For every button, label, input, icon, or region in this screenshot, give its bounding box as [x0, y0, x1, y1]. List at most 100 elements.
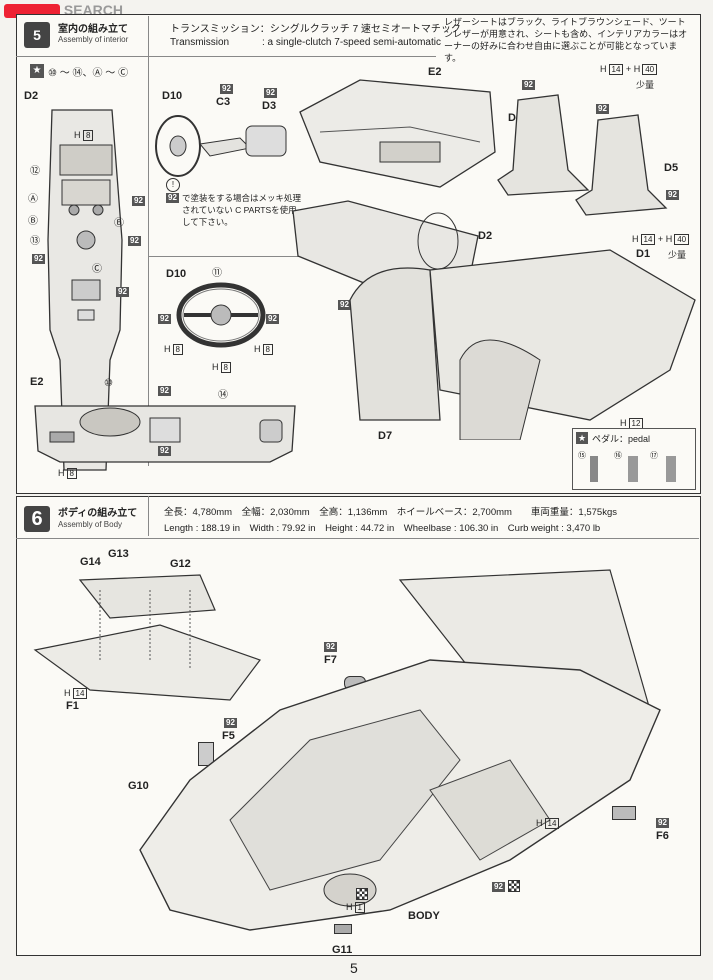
label-g14: G14: [80, 556, 101, 568]
callout-b2: Ⓑ: [114, 218, 124, 229]
step5-title-en: Assembly of interior: [58, 35, 129, 44]
callout-11: ⑪: [212, 268, 222, 279]
step5-mid-rule: [148, 256, 308, 257]
label-f6: F6: [656, 830, 669, 842]
transmission-jp: トランスミッション：シングルクラッチ 7 速セミオートマチック: [170, 24, 461, 35]
paint-92-f5: 92: [224, 718, 237, 728]
paint-92-console-4: 92: [116, 287, 129, 297]
paint-92-console-2: 92: [128, 236, 141, 246]
label-d2-b: D2: [478, 230, 493, 242]
label-d7: D7: [378, 430, 393, 442]
paint-92-dash: 92: [158, 386, 171, 396]
pedal-label: ペダル：pedal: [592, 434, 651, 444]
star-parts-range: ⑩ 〜 ⑭、Ⓐ 〜 Ⓒ: [48, 68, 129, 79]
pedal-shape-2: [628, 456, 638, 482]
shoryo-seats: 少量: [636, 80, 655, 90]
step6-title-jp: ボディの組み立て: [58, 508, 138, 519]
step5-title-jp: 室内の組み立て: [58, 24, 128, 35]
dashboard-drawing: [34, 405, 296, 463]
step6-header-rule: [16, 538, 699, 539]
label-c3: C3: [216, 96, 231, 108]
pedal-16: ⑯: [614, 451, 622, 460]
warning-icon: !: [166, 178, 180, 192]
car-body-drawing: [139, 569, 661, 931]
seats-drawing: [497, 94, 668, 216]
paint-92-f7: 92: [324, 642, 337, 652]
paint-92-seat-top: 92: [522, 80, 535, 90]
checker-icon-g11: [356, 888, 368, 900]
label-f1: F1: [66, 700, 79, 712]
callout-a: Ⓐ: [28, 194, 38, 205]
step5-top-rule: [16, 56, 436, 57]
step5-number-badge: 5: [24, 22, 50, 48]
part-f6-shape: [612, 806, 636, 820]
leather-note: レザーシートはブラック、ライトブラウンシェード、ツートンレザーが用意され、シート…: [444, 17, 688, 63]
label-g13: G13: [108, 548, 129, 560]
part-f5-shape: [198, 742, 214, 766]
page-number: 5: [350, 960, 358, 976]
paint-92-d3: 92: [264, 88, 277, 98]
paint-92-tip: 92: [166, 193, 179, 203]
step5-left-divider: [148, 56, 149, 466]
label-g12: G12: [170, 558, 191, 570]
paint-92-wheel-l: 92: [158, 314, 171, 324]
label-d10-b: D10: [166, 268, 187, 280]
pedal-star-icon: ★: [576, 432, 588, 444]
label-g11: G11: [332, 944, 353, 956]
transmission-label: Transmission: [170, 37, 230, 48]
paint-92-console-3: 92: [32, 254, 45, 264]
transmission-en: : a single-clutch 7-speed semi-automatic: [262, 37, 441, 48]
paint-92-seat-mid: 92: [596, 104, 609, 114]
console-hole-label: H 8: [74, 130, 94, 141]
paint-92-tub: 92: [338, 300, 351, 310]
dashboard-upper-drawing: [299, 79, 496, 188]
pedal-15: ⑮: [578, 451, 586, 460]
paint-92-seat-r: 92: [666, 190, 679, 200]
label-e2-b: E2: [30, 376, 44, 388]
label-d5: D5: [664, 162, 679, 174]
label-f7: F7: [324, 654, 337, 666]
paint-tip-text: で塗装をする場合はメッキ処理されていない C PARTSを使用して下さい。: [182, 193, 302, 227]
callout-10: ⑩: [104, 378, 113, 389]
callout-12: ⑫: [30, 166, 40, 177]
pedal-17: ⑰: [650, 451, 658, 460]
step6-header-divider: [148, 496, 149, 536]
step6-title-en: Assembly of Body: [58, 520, 123, 529]
pedal-shape-3: [666, 456, 676, 482]
paint-92-wheel-r: 92: [266, 314, 279, 324]
center-console-drawing: [47, 109, 123, 471]
label-d2: D2: [24, 90, 39, 102]
pedal-shape-1: [590, 456, 598, 482]
label-d10: D10: [162, 90, 183, 102]
steering-wheel-drawing: [176, 282, 266, 348]
paint-92-c3: 92: [220, 84, 233, 94]
callout-13: ⑬: [30, 236, 40, 247]
callout-c: Ⓒ: [92, 264, 102, 275]
part-g11-shape: [334, 924, 352, 934]
label-e2: E2: [428, 66, 442, 78]
step6-spec-en: Length : 188.19 in Width : 79.92 in Heig…: [164, 523, 601, 534]
interior-tub-drawing: [349, 249, 696, 440]
callout-b1: Ⓑ: [28, 216, 38, 227]
engine-cover-drawing: [33, 574, 261, 701]
label-d3: D3: [262, 100, 277, 112]
label-g10: G10: [128, 780, 149, 792]
label-body: BODY: [408, 910, 440, 922]
label-d1: D1: [636, 248, 651, 260]
paint-92-console-1: 92: [132, 196, 145, 206]
paint-92-f6: 92: [656, 818, 669, 828]
star-icon: ★: [30, 64, 44, 78]
shoryo-tub: 少量: [668, 250, 687, 260]
paint-92-dash-2: 92: [158, 446, 171, 456]
step6-spec-jp: 全長：4,780mm 全幅：2,030mm 全高：1,136mm ホイールベース…: [164, 507, 617, 518]
step6-number-badge: 6: [24, 506, 50, 532]
